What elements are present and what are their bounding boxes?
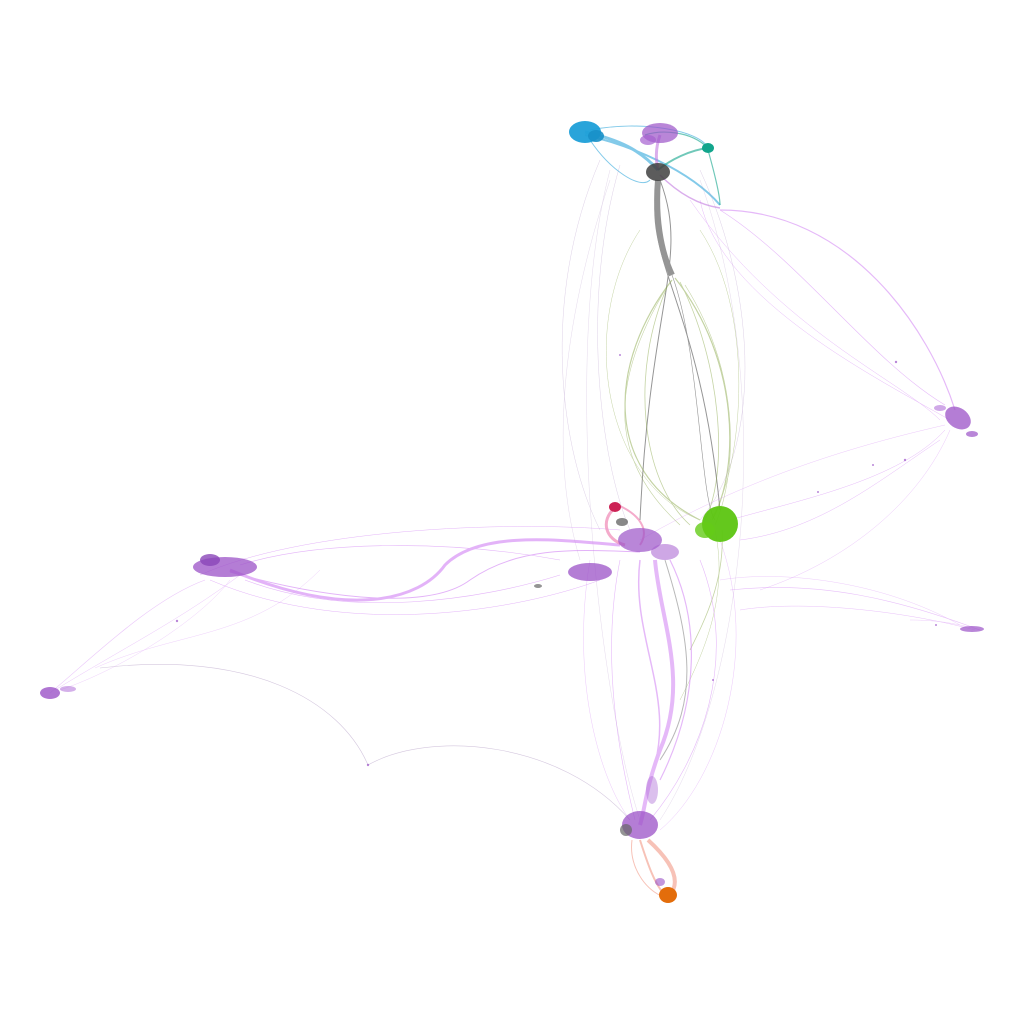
scattered-nodes (175, 354, 937, 767)
center-purple-cluster (534, 518, 679, 588)
purple-edge-bundle-far-west (49, 569, 321, 694)
green-cluster (695, 506, 738, 542)
green-edge-bundle (606, 229, 739, 701)
gray-arc-edges (99, 664, 631, 821)
west-purple-cluster (193, 554, 257, 577)
faint-long-edges (561, 159, 746, 821)
far-west-purple-cluster (40, 686, 76, 699)
orange-cluster (655, 878, 677, 903)
crimson-cluster (609, 502, 621, 512)
right-purple-cluster (934, 405, 978, 437)
top-dark-cluster (646, 163, 670, 181)
teal-cluster (702, 143, 714, 153)
purple-edge-bundle-right (639, 199, 956, 591)
purple-edge-bundle-south (583, 539, 737, 831)
purple-edge-bundle-west (199, 526, 641, 615)
south-purple-cluster (620, 776, 658, 839)
east-small-cluster (960, 626, 984, 632)
node-cluster-layer (40, 121, 984, 903)
gray-edge-bundle-south (659, 559, 688, 761)
top-purple-cluster (640, 123, 678, 145)
cyan-cluster (569, 121, 604, 143)
